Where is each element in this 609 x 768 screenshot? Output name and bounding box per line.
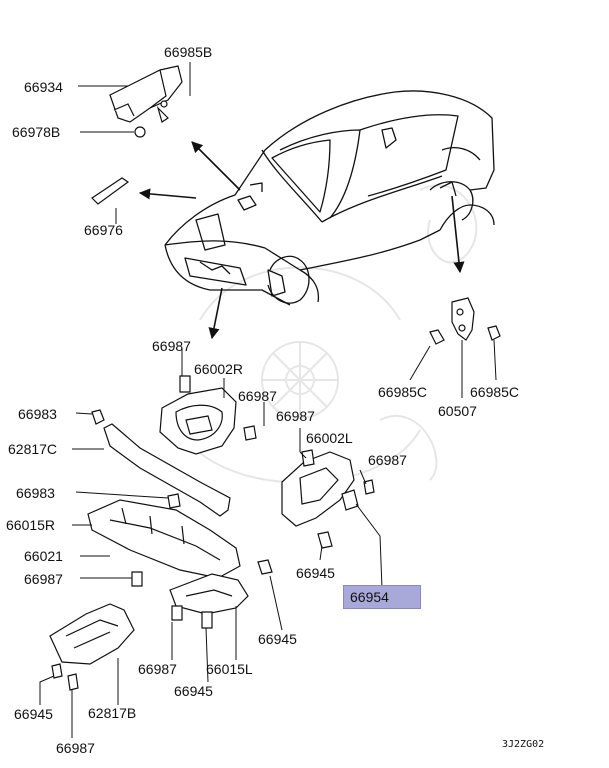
part-label-62817C[interactable]: 62817C bbox=[8, 441, 58, 457]
part-label-66983[interactable]: 66983 bbox=[16, 485, 55, 501]
part-label-66002L[interactable]: 66002L bbox=[306, 430, 353, 446]
part-label-66978B[interactable]: 66978B bbox=[12, 124, 61, 140]
part-label-66954[interactable]: 66954 bbox=[350, 589, 389, 605]
part-label-60507[interactable]: 60507 bbox=[438, 403, 477, 419]
part-label-66934[interactable]: 66934 bbox=[24, 79, 63, 95]
part-label-66015L[interactable]: 66015L bbox=[206, 661, 253, 677]
leader-lines bbox=[39, 62, 497, 738]
part-label-66945[interactable]: 66945 bbox=[296, 565, 335, 581]
part-label-66983[interactable]: 66983 bbox=[18, 406, 57, 422]
part-label-66987[interactable]: 66987 bbox=[138, 661, 177, 677]
part-label-66987[interactable]: 66987 bbox=[368, 452, 407, 468]
bracket-60507 bbox=[429, 297, 501, 345]
part-label-66987[interactable]: 66987 bbox=[276, 408, 315, 424]
part-label-66987[interactable]: 66987 bbox=[238, 388, 277, 404]
part-label-66985C[interactable]: 66985C bbox=[378, 384, 428, 400]
part-label-62817B[interactable]: 62817B bbox=[88, 705, 137, 721]
part-label-66945[interactable]: 66945 bbox=[14, 706, 53, 722]
part-label-66985C[interactable]: 66985C bbox=[470, 384, 520, 400]
part-label-66976[interactable]: 66976 bbox=[84, 222, 123, 238]
highlight-66954 bbox=[343, 585, 421, 609]
part-label-66002R[interactable]: 66002R bbox=[194, 361, 244, 377]
arrows bbox=[138, 141, 465, 340]
diagram-code: 3J2ZG02 bbox=[502, 739, 545, 750]
part-label-66015R[interactable]: 66015R bbox=[6, 517, 56, 533]
part-label-66985B[interactable]: 66985B bbox=[164, 44, 213, 60]
undercover-66015L bbox=[169, 573, 249, 629]
part-label-66987[interactable]: 66987 bbox=[24, 571, 63, 587]
fasteners bbox=[257, 531, 333, 575]
part-label-66945[interactable]: 66945 bbox=[258, 631, 297, 647]
bracket-66976 bbox=[91, 177, 130, 205]
panel-62817B bbox=[49, 603, 135, 691]
part-label-66945[interactable]: 66945 bbox=[174, 683, 213, 699]
splash-shield-66002L bbox=[281, 449, 375, 527]
splash-shield-66002R bbox=[159, 375, 257, 455]
undercover-66015R bbox=[87, 499, 241, 587]
part-label-66021[interactable]: 66021 bbox=[24, 548, 63, 564]
part-label-66987[interactable]: 66987 bbox=[152, 338, 191, 354]
car-body bbox=[164, 90, 495, 306]
bar-62817C bbox=[91, 409, 231, 517]
part-label-66987[interactable]: 66987 bbox=[56, 740, 95, 756]
bracket-66934 bbox=[109, 65, 183, 138]
